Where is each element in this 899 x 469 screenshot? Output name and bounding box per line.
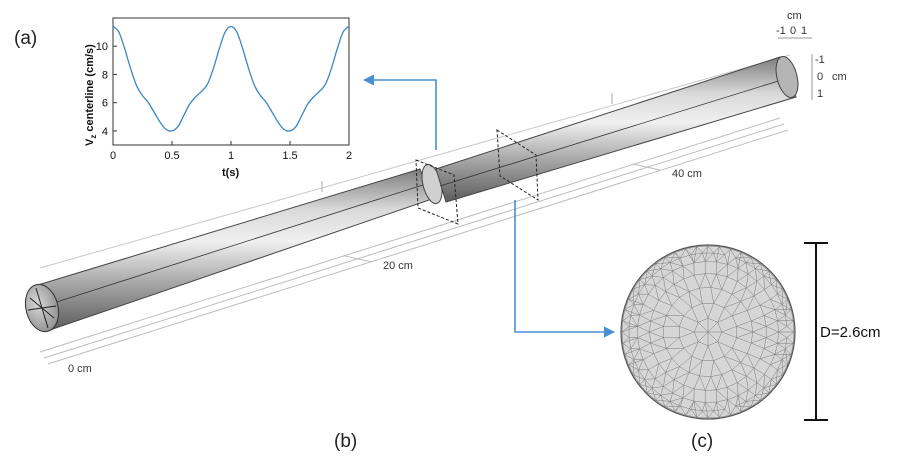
panel-label-a: (a) bbox=[14, 28, 37, 49]
axis-triad: cm -1 0 1 -1 0 1 cm bbox=[776, 10, 847, 100]
x-axis-label: t(s) bbox=[222, 167, 239, 179]
x-tick-label: 2 bbox=[346, 150, 352, 162]
chart-ticks: 0 0.5 1 1.5 2 4 6 8 10 bbox=[96, 41, 352, 162]
panel-label-b: (b) bbox=[334, 431, 357, 452]
y-tick-label: 6 bbox=[102, 98, 108, 110]
panel-label-c: (c) bbox=[691, 431, 713, 452]
tube-left-segment bbox=[37, 168, 433, 331]
ruler-label-20: 20 cm bbox=[383, 260, 413, 272]
diameter-bracket bbox=[804, 242, 828, 421]
section-box-junction bbox=[415, 159, 459, 225]
triad-right-tick-3: 1 bbox=[817, 88, 823, 100]
upper-guide-line bbox=[39, 54, 791, 269]
ruler-label-40: 40 cm bbox=[672, 168, 702, 180]
mesh-cross-section bbox=[620, 244, 796, 420]
x-tick-label: 0.5 bbox=[164, 150, 179, 162]
ruler-label-0: 0 cm bbox=[68, 363, 92, 375]
triad-top-tick-2: 0 bbox=[790, 25, 796, 37]
y-axis-label: Vz centerline (cm/s) bbox=[84, 44, 98, 146]
y-axis-label-rest: centerline (cm/s) bbox=[84, 44, 96, 135]
ruler-lines bbox=[39, 117, 789, 365]
y-axis-label-sub: z bbox=[89, 135, 98, 139]
triad-unit-top: cm bbox=[787, 10, 802, 22]
series-line-centerline-velocity bbox=[112, 25, 350, 132]
tube-outlet-cap bbox=[775, 55, 799, 99]
chart-plot-area bbox=[112, 17, 350, 146]
triad-unit-right: cm bbox=[832, 71, 847, 83]
triad-right-tick-1: -1 bbox=[815, 54, 825, 66]
x-tick-label: 1 bbox=[228, 150, 234, 162]
triad-top-tick-3: 1 bbox=[801, 25, 807, 37]
x-tick-label: 0 bbox=[110, 150, 116, 162]
ruler-tick-40 bbox=[632, 163, 661, 171]
tube-right-segment bbox=[435, 56, 797, 203]
ruler-tick-20 bbox=[344, 255, 373, 263]
triad-right-tick-2: 0 bbox=[817, 71, 823, 83]
y-tick-label: 4 bbox=[102, 126, 108, 138]
tube-model bbox=[24, 55, 799, 333]
arrow-to-crosssection bbox=[514, 200, 616, 338]
y-tick-label: 8 bbox=[102, 69, 108, 81]
arrow-to-plot bbox=[362, 74, 437, 150]
x-tick-label: 1.5 bbox=[282, 150, 297, 162]
velocity-chart: 0 0.5 1 1.5 2 4 6 8 10 t(s) Vz centerline (cm/s) bbox=[84, 17, 352, 179]
diameter-label: D=2.6cm bbox=[820, 324, 880, 341]
y-tick-label: 10 bbox=[96, 41, 108, 53]
section-box-slice bbox=[496, 129, 539, 201]
triad-top-tick-1: -1 bbox=[776, 25, 786, 37]
y-axis-label-main: V bbox=[84, 138, 96, 146]
